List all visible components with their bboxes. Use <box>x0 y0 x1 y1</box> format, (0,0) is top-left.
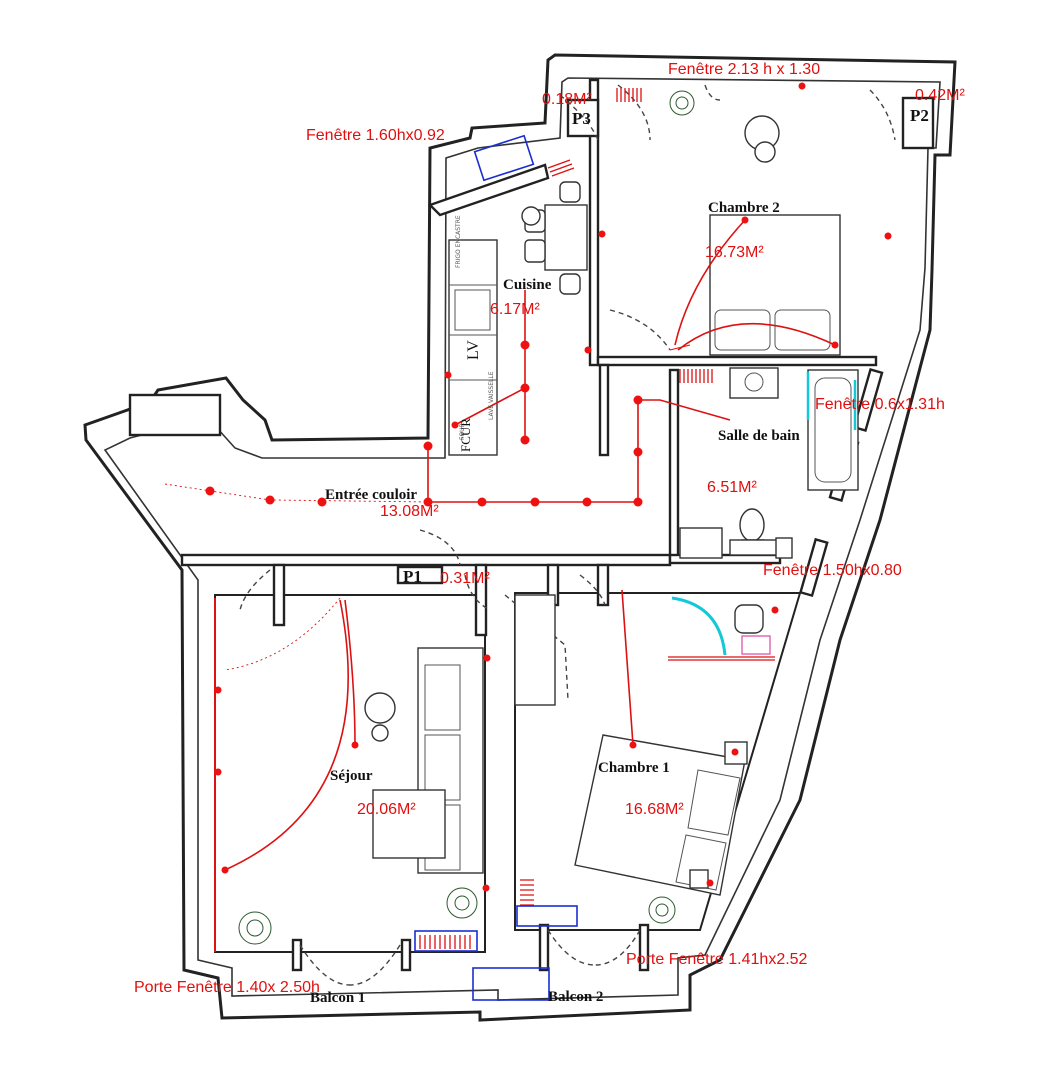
area-p2: 0.42M² <box>915 87 965 104</box>
outer-walls <box>83 53 957 1022</box>
closet-name-p2: P2 <box>910 106 929 125</box>
window-label-chambre2: Fenêtre 2.13 h x 1.30 <box>668 61 820 78</box>
area-chambre2: 16.73M² <box>705 244 764 261</box>
area-labels: 16.73M² 6.17M² 6.51M² 13.08M² 20.06M² 16… <box>357 87 965 818</box>
room-name-entree: Entrée couloir <box>325 487 417 503</box>
room-name-chambre2: Chambre 2 <box>708 200 780 216</box>
room-name-chambre1: Chambre 1 <box>598 760 670 776</box>
interior-walls <box>128 78 935 972</box>
opening-labels: Fenêtre 2.13 h x 1.30 Fenêtre 1.60hx0.92… <box>134 61 945 996</box>
room-names: Chambre 2 Cuisine Salle de bain Entrée c… <box>310 106 929 1006</box>
room-name-balcon1: Balcon 1 <box>310 990 365 1006</box>
doors <box>239 84 896 986</box>
closet-name-p3: P3 <box>572 109 591 128</box>
area-p3: 0.18M² <box>542 91 592 108</box>
area-sejour: 20.06M² <box>357 801 416 818</box>
fcur-label: FCUR <box>458 418 473 452</box>
area-chambre1: 16.68M² <box>625 801 684 818</box>
area-entree: 13.08M² <box>380 503 439 520</box>
fixture-labels: FRIGO ENCASTRE LAVE VAISSELLE FOUR <box>455 215 495 440</box>
french-door-label-sejour: Porte Fenêtre 1.40x 2.50h <box>134 979 320 996</box>
furniture <box>238 90 859 945</box>
window-label-cuisine: Fenêtre 1.60hx0.92 <box>306 127 445 144</box>
area-salle-de-bain: 6.51M² <box>707 479 757 496</box>
french-door-label-chambre1: Porte Fenêtre 1.41hx2.52 <box>626 951 808 968</box>
area-p1: 0.31M² <box>440 570 490 587</box>
lv-label: LV <box>465 340 482 360</box>
oven-label: FOUR <box>459 423 466 440</box>
window-label-sdb-1: Fenêtre 0.6x1.31h <box>815 396 945 413</box>
area-cuisine: 6.17M² <box>490 301 540 318</box>
room-name-sejour: Séjour <box>330 768 373 784</box>
room-name-balcon2: Balcon 2 <box>548 989 603 1005</box>
window-label-sdb-2: Fenêtre 1.50hx0.80 <box>763 562 902 579</box>
closet-name-p1: P1 <box>403 567 422 586</box>
fridge-label: FRIGO ENCASTRE <box>455 215 462 268</box>
dishwasher-label: LAVE VAISSELLE <box>488 371 495 420</box>
room-name-salle-de-bain: Salle de bain <box>718 428 800 444</box>
room-name-cuisine: Cuisine <box>503 277 552 293</box>
electrical-plan <box>164 82 892 1001</box>
